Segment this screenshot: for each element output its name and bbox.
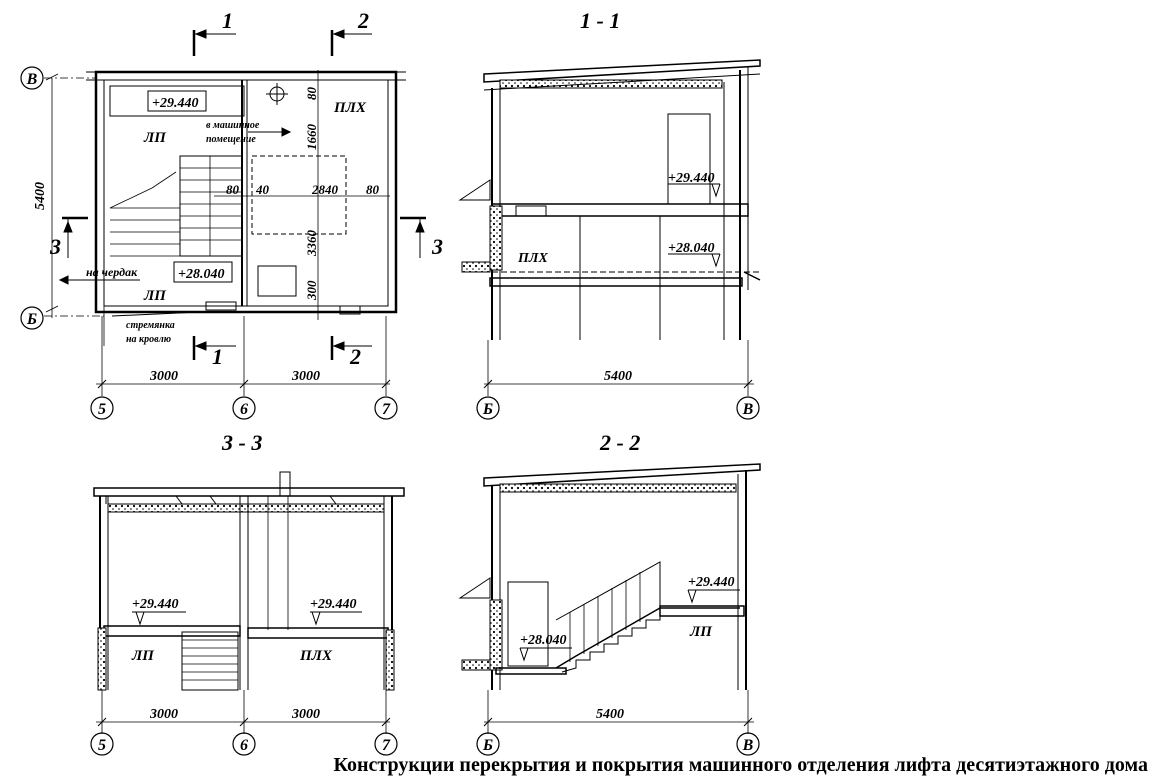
plan-dim-3360: 3360	[304, 230, 319, 258]
section-1-1-room-plh: ПЛХ	[517, 251, 548, 266]
plan-cut-1-bottom: 1	[212, 344, 223, 369]
section-2-2-room-lp: ЛП	[689, 624, 713, 640]
plan-cut-3-left: 3	[49, 234, 61, 259]
plan-cut-2-top: 2	[357, 8, 369, 33]
section-3-3-room-lp: ЛП	[131, 648, 155, 664]
section-3-3-axis-7: 7	[382, 737, 391, 754]
plan-span-right: 3000	[291, 369, 320, 384]
plan-room-plh: ПЛХ	[333, 100, 367, 116]
section-2-2-mark-lower: +28.040	[520, 633, 566, 648]
section-3-3-title: 3 - 3	[221, 430, 262, 455]
plan-height-dim: 5400	[33, 182, 48, 210]
plan-axis-v: В	[26, 71, 38, 88]
plan-room-lp-upper: ЛП	[143, 130, 167, 146]
plan-axis-7: 7	[382, 401, 391, 418]
floor-plan	[20, 29, 426, 420]
section-3-3-mark-left: +29.440	[132, 597, 178, 612]
section-1-1-span: 5400	[604, 369, 632, 384]
plan-cut-2-bottom: 2	[349, 344, 361, 369]
plan-dim-300: 300	[304, 280, 319, 301]
section-1-1-mark-upper: +29.440	[668, 171, 714, 186]
section-3-3-span-left: 3000	[149, 707, 178, 722]
section-1-1-labels: 1 - 1 +29.440 +28.040 ПЛХ 5400 Б В	[482, 8, 754, 418]
plan-axis-b: Б	[26, 311, 37, 328]
plan-dim-2840: 2840	[311, 182, 339, 197]
section-2-2-labels: 2 - 2 +29.440 +28.040 ЛП 5400 Б В	[482, 430, 754, 754]
section-2-2-axis-v: В	[742, 737, 754, 754]
section-2-2	[458, 463, 761, 756]
plan-dim-40: 40	[255, 182, 270, 197]
section-1-1-title: 1 - 1	[580, 8, 620, 33]
section-1-1	[458, 59, 761, 420]
plan-dim-80-top: 80	[304, 87, 319, 101]
section-3-3-mark-right: +29.440	[310, 597, 356, 612]
section-2-2-span: 5400	[596, 707, 624, 722]
section-3-3	[90, 471, 405, 756]
plan-note-machine-1: в машинное	[206, 120, 260, 131]
plan-mark-upper: +29.440	[152, 96, 198, 111]
plan-dim-80-right: 80	[366, 182, 380, 197]
section-3-3-axis-6: 6	[240, 737, 248, 754]
plan-dim-80-mid: 80	[226, 182, 240, 197]
plan-axis-5: 5	[98, 401, 106, 418]
plan-cut-3-right: 3	[431, 234, 443, 259]
plan-mark-lower: +28.040	[178, 267, 224, 282]
plan-room-lp-lower: ЛП	[143, 288, 167, 304]
plan-dim-1660: 1660	[304, 124, 319, 151]
plan-span-left: 3000	[149, 369, 178, 384]
plan-axis-6: 6	[240, 401, 248, 418]
plan-note-machine-2: помещение	[206, 134, 256, 145]
plan-note-attic: на чердак	[86, 265, 138, 279]
section-3-3-room-plh: ПЛХ	[299, 648, 333, 664]
section-3-3-span-right: 3000	[291, 707, 320, 722]
section-2-2-mark-upper: +29.440	[688, 575, 734, 590]
section-3-3-labels: 3 - 3 +29.440 +29.440 ЛП ПЛХ 3000 3000 5…	[98, 430, 391, 754]
drawing-caption: Конструкции перекрытия и покрытия машинн…	[333, 754, 1149, 776]
section-1-1-axis-v: В	[742, 401, 754, 418]
section-2-2-axis-b: Б	[482, 737, 493, 754]
section-1-1-mark-lower: +28.040	[668, 241, 714, 256]
plan-cut-1-top: 1	[222, 8, 233, 33]
section-2-2-title: 2 - 2	[599, 430, 640, 455]
plan-note-ladder-2: на кровлю	[126, 334, 171, 345]
plan-note-ladder-1: стремянка	[126, 320, 175, 331]
section-3-3-axis-5: 5	[98, 737, 106, 754]
plan-labels: 1 2 1 2 3 3 В Б 5 6 7 5400 80 1660 3360 …	[26, 8, 443, 418]
section-1-1-axis-b: Б	[482, 401, 493, 418]
